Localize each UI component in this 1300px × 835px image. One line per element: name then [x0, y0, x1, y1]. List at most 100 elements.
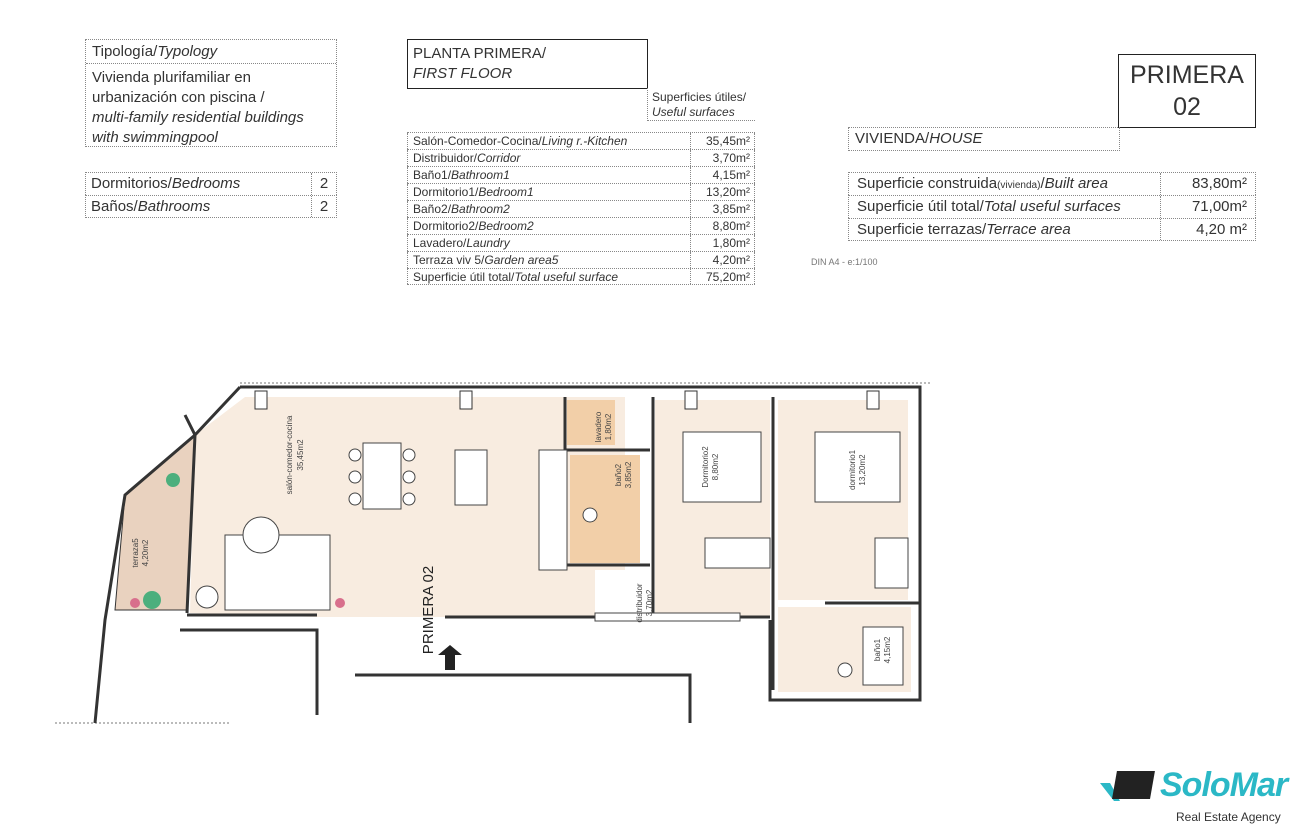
- wardrobe1: [874, 537, 909, 589]
- label-bed1: dormitorio1: [848, 449, 857, 490]
- label-corridor-area: 3,70m2: [645, 589, 654, 616]
- terrace-area: [114, 433, 196, 611]
- wardrobe2: [704, 537, 771, 569]
- useful-surfaces-header: Superficies útiles/ Useful surfaces: [647, 88, 755, 121]
- rooms-label: Dormitorios/Bedrooms: [86, 173, 312, 195]
- scale-note: DIN A4 - e:1/100: [811, 257, 878, 267]
- chairs: [348, 448, 416, 506]
- label-living: salón-comedor-cocina: [285, 415, 294, 494]
- label-bath1-area: 4,15m2: [883, 636, 892, 663]
- surface-label: Salón-Comedor-Cocina/Living r.-Kitchen: [407, 133, 691, 149]
- surface-label-es: Superficie útil total/: [413, 270, 515, 284]
- built-label-en: Total useful surfaces: [983, 198, 1121, 215]
- built-value: 4,20 m²: [1196, 221, 1247, 238]
- surface-label-es: Distribuidor/: [413, 151, 478, 165]
- built-row: Superficie terrazas/Terrace area 4,20 m²: [848, 218, 1256, 241]
- surface-label-en: Bedroom1: [478, 185, 534, 199]
- logo-name: SoloMar: [1160, 766, 1288, 804]
- rooms-label-en: Bathrooms: [137, 198, 211, 215]
- toilet-bath2: [582, 507, 598, 523]
- logo-tagline: Real Estate Agency: [1176, 810, 1281, 824]
- corridor-unit: [594, 612, 741, 622]
- rooms-row-bathrooms: Baños/Bathrooms 2: [85, 195, 337, 218]
- built-label-en: Built area: [1044, 175, 1108, 192]
- rooms-label-es: Baños/: [91, 198, 138, 215]
- built-label-es: Superficie construida: [857, 175, 998, 192]
- toilet-bath1: [837, 662, 853, 678]
- dining-table: [362, 442, 402, 510]
- surface-value: 8,80m²: [691, 218, 755, 234]
- laundry-floor: [567, 400, 615, 445]
- surface-label-es: Dormitorio2/: [413, 219, 479, 233]
- typology-description: Vivienda plurifamiliar en urbanización c…: [86, 64, 336, 152]
- bath2-floor: [570, 455, 640, 563]
- rooms-table: Dormitorios/Bedrooms 2 Baños/Bathrooms 2: [85, 172, 337, 218]
- typology-label-en: Typology: [157, 43, 218, 60]
- surface-label-es: Baño1/: [413, 168, 452, 182]
- bed2: [682, 431, 762, 503]
- kitchen-counter: [538, 449, 568, 571]
- label-unit-mark: PRIMERA 02: [420, 566, 437, 654]
- floor-title-es: PLANTA PRIMERA/: [413, 45, 547, 62]
- windows: [254, 390, 880, 410]
- label-bed1-area: 13,20m2: [858, 454, 867, 486]
- surface-label: Baño2/Bathroom2: [407, 201, 691, 217]
- surface-label-en: Total useful surface: [514, 270, 619, 284]
- label-laundry-area: 1,80m2: [604, 413, 613, 440]
- rooms-label-es: Dormitorios/: [91, 175, 172, 192]
- surface-label: Superficie útil total/Total useful surfa…: [407, 269, 691, 284]
- surface-row-total: Superficie útil total/Total useful surfa…: [407, 268, 755, 285]
- entrance-arrow-icon: [438, 645, 462, 670]
- surface-value: 75,20m²: [691, 269, 755, 284]
- surface-label-en: Laundry: [466, 236, 510, 250]
- surface-label-es: Dormitorio1/: [413, 185, 479, 199]
- unit-number: 02: [1173, 93, 1201, 121]
- surface-label: Baño1/Bathroom1: [407, 167, 691, 183]
- surface-value: 4,20m²: [691, 252, 755, 268]
- surface-value: 4,15m²: [691, 167, 755, 183]
- built-label-en: Terrace area: [986, 221, 1071, 238]
- surface-row: Lavadero/Laundry 1,80m²: [407, 234, 755, 251]
- house-header-en: HOUSE: [929, 130, 983, 147]
- built-label-small: (vivienda): [997, 180, 1041, 191]
- unit-box: PRIMERA 02: [1118, 54, 1256, 128]
- surface-label-en: Bathroom2: [451, 202, 510, 216]
- rooms-label: Baños/Bathrooms: [86, 196, 312, 217]
- surface-label-es: Lavadero/: [413, 236, 467, 250]
- label-bath2: baño2: [614, 463, 623, 486]
- unit-floor: PRIMERA: [1130, 61, 1244, 89]
- surface-label-en: Living r.-Kitchen: [541, 134, 628, 148]
- floor-plan: salón-comedor-cocina 35,45m2 terraza5 4,…: [55, 382, 930, 724]
- label-bed2: Dormitorio2: [701, 446, 710, 488]
- surface-label: Distribuidor/Corridor: [407, 150, 691, 166]
- typology-box: Tipología/Typology Vivienda plurifamilia…: [85, 39, 337, 147]
- typology-desc-es: Vivienda plurifamiliar en urbanización c…: [92, 69, 265, 106]
- house-header-es: VIVIENDA/: [855, 130, 930, 147]
- plants: [130, 473, 345, 609]
- surface-label-en: Corridor: [477, 151, 521, 165]
- surface-value: 35,45m²: [691, 133, 755, 149]
- label-corridor: distribuidor: [635, 583, 644, 622]
- built-row: Superficie útil total/Total useful surfa…: [848, 195, 1256, 218]
- surface-label-es: Salón-Comedor-Cocina/: [413, 134, 542, 148]
- built-row: Superficie construida(vivienda)/Built ar…: [848, 172, 1256, 195]
- surface-value: 3,85m²: [691, 201, 755, 217]
- rooms-value: 2: [319, 175, 329, 192]
- logo-building: [1112, 771, 1155, 799]
- sofa: [224, 534, 331, 611]
- side-table: [195, 585, 219, 609]
- rooms-value: 2: [319, 198, 329, 215]
- surface-label: Dormitorio2/Bedroom2: [407, 218, 691, 234]
- label-bath2-area: 3,85m2: [624, 461, 633, 488]
- surface-value: 1,80m²: [691, 235, 755, 251]
- built-label-es: Superficie útil total/: [857, 198, 984, 215]
- built-label: Superficie útil total/Total useful surfa…: [849, 196, 1161, 218]
- typology-label: Tipología/: [92, 43, 158, 60]
